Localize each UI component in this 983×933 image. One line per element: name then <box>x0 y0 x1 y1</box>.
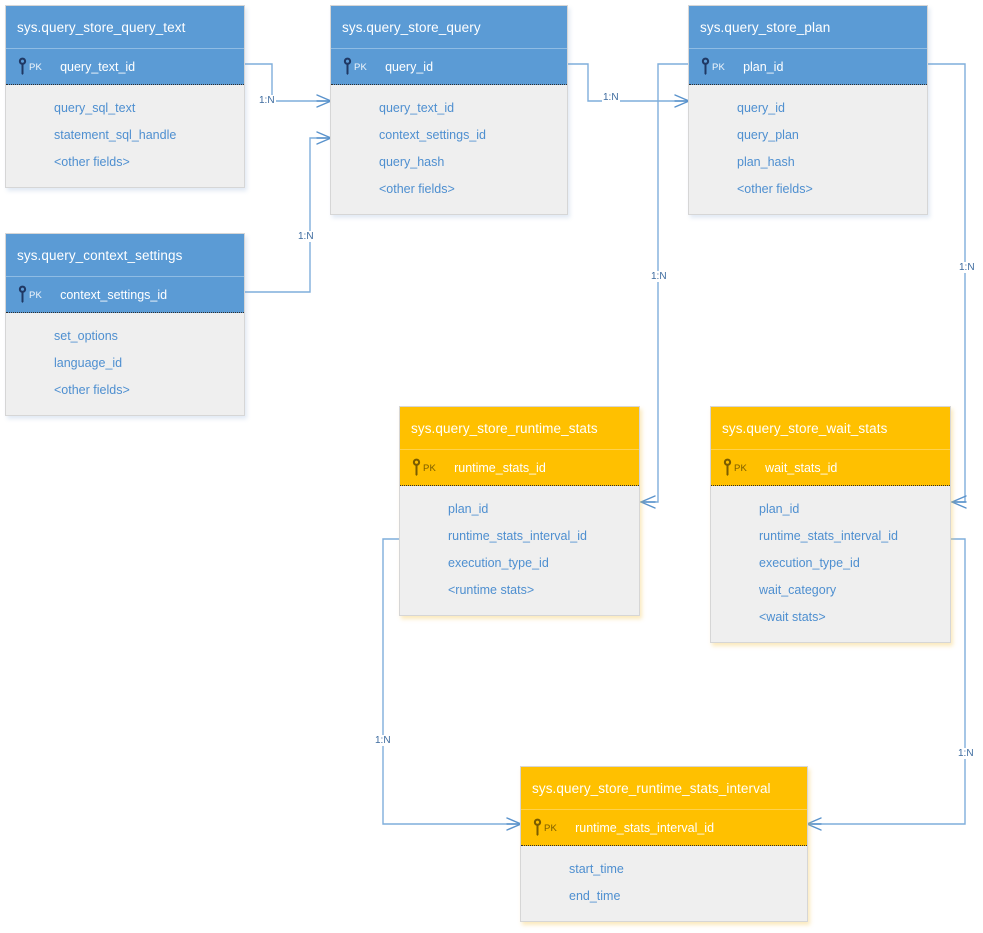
primary-key-name: context_settings_id <box>60 288 168 302</box>
entity-title: sys.query_store_wait_stats <box>711 407 950 450</box>
entity-primary-key-row[interactable]: PK wait_stats_id <box>711 450 950 486</box>
primary-key-name: runtime_stats_id <box>454 461 546 475</box>
entity-field-list: query_id query_plan plan_hash <other fie… <box>689 85 927 214</box>
entity-query-store-wait-stats[interactable]: sys.query_store_wait_stats PK wait_stats_… <box>710 406 951 643</box>
entity-field-list: query_sql_text statement_sql_handle <oth… <box>6 85 244 187</box>
entity-field: statement_sql_handle <box>54 128 177 142</box>
entity-field: <other fields> <box>379 182 455 196</box>
entity-field: <other fields> <box>54 383 130 397</box>
entity-primary-key-row[interactable]: PK plan_id <box>689 49 927 85</box>
entity-field: <other fields> <box>737 182 813 196</box>
entity-field: query_sql_text <box>54 101 136 115</box>
relationship-label-context-settings-to-query: 1:N <box>297 231 315 242</box>
entity-field: <wait stats> <box>759 610 826 624</box>
primary-key-name: runtime_stats_interval_id <box>575 821 715 835</box>
key-icon <box>722 454 733 476</box>
entity-title: sys.query_store_query_text <box>6 6 244 49</box>
entity-field: plan_id <box>448 502 489 516</box>
entity-field: runtime_stats_interval_id <box>759 529 898 543</box>
entity-field: query_hash <box>379 155 445 169</box>
primary-key-name: query_text_id <box>60 60 136 74</box>
entity-primary-key-row[interactable]: PK runtime_stats_id <box>400 450 639 486</box>
primary-key-tag: PK <box>734 463 748 474</box>
primary-key-tag: PK <box>423 463 437 474</box>
entity-query-store-query[interactable]: sys.query_store_query PK query_id query_t… <box>330 5 568 215</box>
relationship-label-interval-to-wait-stats: 1:N <box>957 748 975 759</box>
key-icon <box>17 281 28 303</box>
entity-title: sys.query_context_settings <box>6 234 244 277</box>
entity-query-store-runtime-stats[interactable]: sys.query_store_runtime_stats PK runtime_… <box>399 406 640 616</box>
entity-query-store-runtime-stats-interval[interactable]: sys.query_store_runtime_stats_interval P… <box>520 766 808 922</box>
relationship-label-plan-to-wait-stats: 1:N <box>958 262 976 273</box>
primary-key-tag: PK <box>29 290 43 301</box>
relationship-plan-to-runtime-stats <box>639 63 688 509</box>
entity-field: start_time <box>569 862 624 876</box>
entity-field: end_time <box>569 889 621 903</box>
entity-field: wait_category <box>759 583 837 597</box>
entity-title: sys.query_store_runtime_stats <box>400 407 639 450</box>
key-icon <box>17 53 28 75</box>
entity-field-list: plan_id runtime_stats_interval_id execut… <box>400 486 639 615</box>
entity-field: <runtime stats> <box>448 583 535 597</box>
entity-field: set_options <box>54 329 118 343</box>
entity-field: query_plan <box>737 128 799 142</box>
relationship-label-query-to-plan: 1:N <box>602 92 620 103</box>
primary-key-name: plan_id <box>743 60 784 74</box>
primary-key-tag: PK <box>354 62 368 73</box>
entity-field: execution_type_id <box>759 556 860 570</box>
entity-field: plan_id <box>759 502 800 516</box>
entity-field-list: start_time end_time <box>521 846 807 921</box>
key-icon <box>411 454 422 476</box>
primary-key-name: wait_stats_id <box>765 461 838 475</box>
key-icon <box>532 814 543 836</box>
entity-primary-key-row[interactable]: PK query_id <box>331 49 567 85</box>
primary-key-tag: PK <box>29 62 43 73</box>
entity-field: execution_type_id <box>448 556 549 570</box>
relationship-query-to-plan <box>568 63 691 108</box>
entity-primary-key-row[interactable]: PK runtime_stats_interval_id <box>521 810 807 846</box>
entity-primary-key-row[interactable]: PK context_settings_id <box>6 277 244 313</box>
key-icon <box>700 53 711 75</box>
relationship-label-query-text-to-query: 1:N <box>258 95 276 106</box>
primary-key-tag: PK <box>544 823 558 834</box>
entity-field-list: plan_id runtime_stats_interval_id execut… <box>711 486 950 642</box>
entity-field: language_id <box>54 356 123 370</box>
entity-field: <other fields> <box>54 155 130 169</box>
entity-field: runtime_stats_interval_id <box>448 529 587 543</box>
entity-title: sys.query_store_query <box>331 6 567 49</box>
entity-query-context-settings[interactable]: sys.query_context_settings PK context_set… <box>5 233 245 416</box>
entity-field: query_id <box>737 101 785 115</box>
entity-field-list: set_options language_id <other fields> <box>6 313 244 415</box>
entity-title: sys.query_store_runtime_stats_interval <box>521 767 807 810</box>
relationship-label-plan-to-runtime-stats: 1:N <box>650 271 668 282</box>
entity-field: context_settings_id <box>379 128 487 142</box>
entity-query-store-plan[interactable]: sys.query_store_plan PK plan_id query_id … <box>688 5 928 215</box>
entity-query-store-query-text[interactable]: sys.query_store_query_text PK query_text_… <box>5 5 245 188</box>
primary-key-name: query_id <box>385 60 434 74</box>
entity-primary-key-row[interactable]: PK query_text_id <box>6 49 244 85</box>
relationship-context-settings-to-query <box>245 131 333 293</box>
entity-field: query_text_id <box>379 101 455 115</box>
entity-title: sys.query_store_plan <box>689 6 927 49</box>
entity-field-list: query_text_id context_settings_id query_… <box>331 85 567 214</box>
primary-key-tag: PK <box>712 62 726 73</box>
key-icon <box>342 53 353 75</box>
entity-field: plan_hash <box>737 155 795 169</box>
relationship-label-interval-to-runtime-stats: 1:N <box>374 735 392 746</box>
